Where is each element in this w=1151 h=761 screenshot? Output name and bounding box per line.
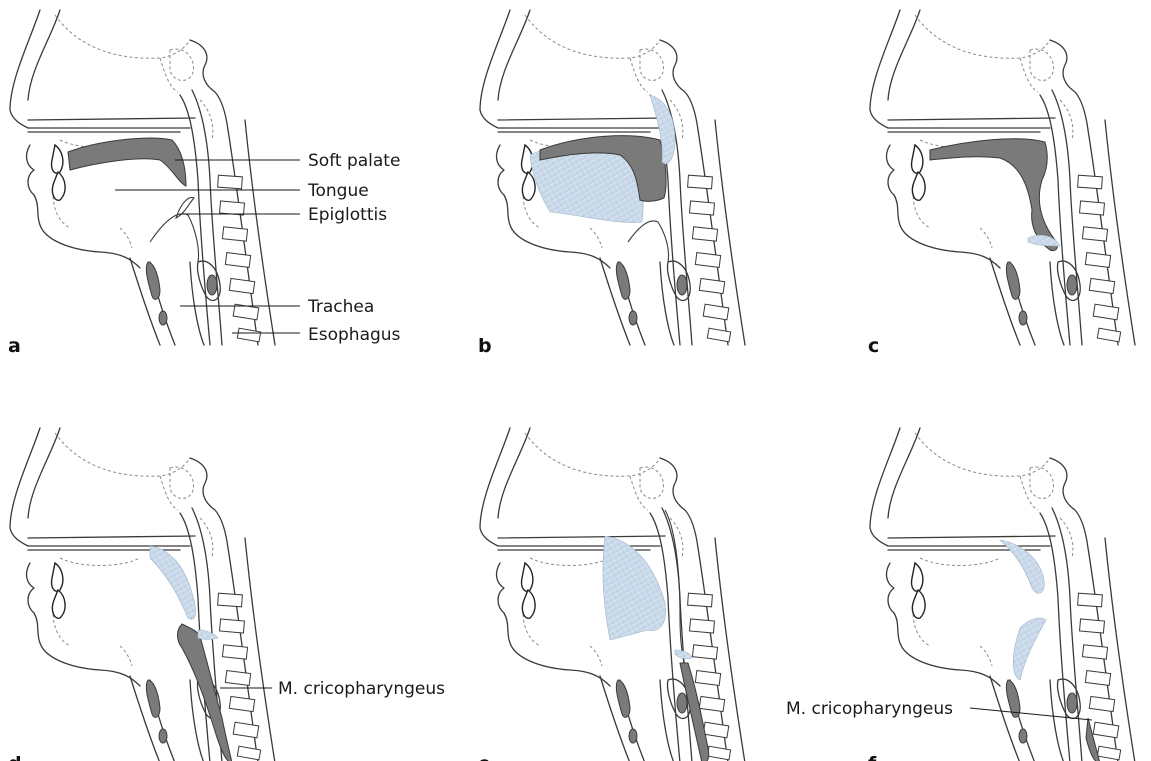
soft-palate-shape <box>68 138 186 186</box>
panel-letter-b: b <box>478 335 492 357</box>
tongue-muscle-blue <box>150 546 195 619</box>
bolus-dark <box>930 139 1057 251</box>
panel-b: b <box>478 10 745 357</box>
label-cricopharyngeus-d: M. cricopharyngeus <box>278 679 445 699</box>
tongue-muscle-blue <box>603 536 666 640</box>
label-tongue: Tongue <box>307 181 369 201</box>
soft-palate-blue <box>1028 235 1060 246</box>
label-epiglottis: Epiglottis <box>308 205 387 225</box>
label-soft-palate: Soft palate <box>308 151 400 171</box>
label-trachea: Trachea <box>307 297 374 317</box>
epiglottis-blue <box>1013 618 1046 680</box>
panel-d: M. cricopharyngeus d <box>8 428 445 761</box>
panel-letter-a: a <box>8 335 21 357</box>
label-esophagus: Esophagus <box>308 325 401 345</box>
soft-palate-blue <box>1000 540 1044 593</box>
panel-letter-e: e <box>478 753 491 761</box>
panel-letter-c: c <box>868 335 879 357</box>
panel-f: M. cricopharyngeus f <box>786 428 1135 761</box>
label-cricopharyngeus-f: M. cricopharyngeus <box>786 699 953 719</box>
panel-a: Soft palate Tongue Epiglottis Trachea Es… <box>8 10 401 357</box>
panel-c: c <box>868 10 1135 357</box>
panel-e: e <box>478 428 745 761</box>
panel-letter-f: f <box>868 753 877 761</box>
panel-letter-d: d <box>8 753 22 761</box>
